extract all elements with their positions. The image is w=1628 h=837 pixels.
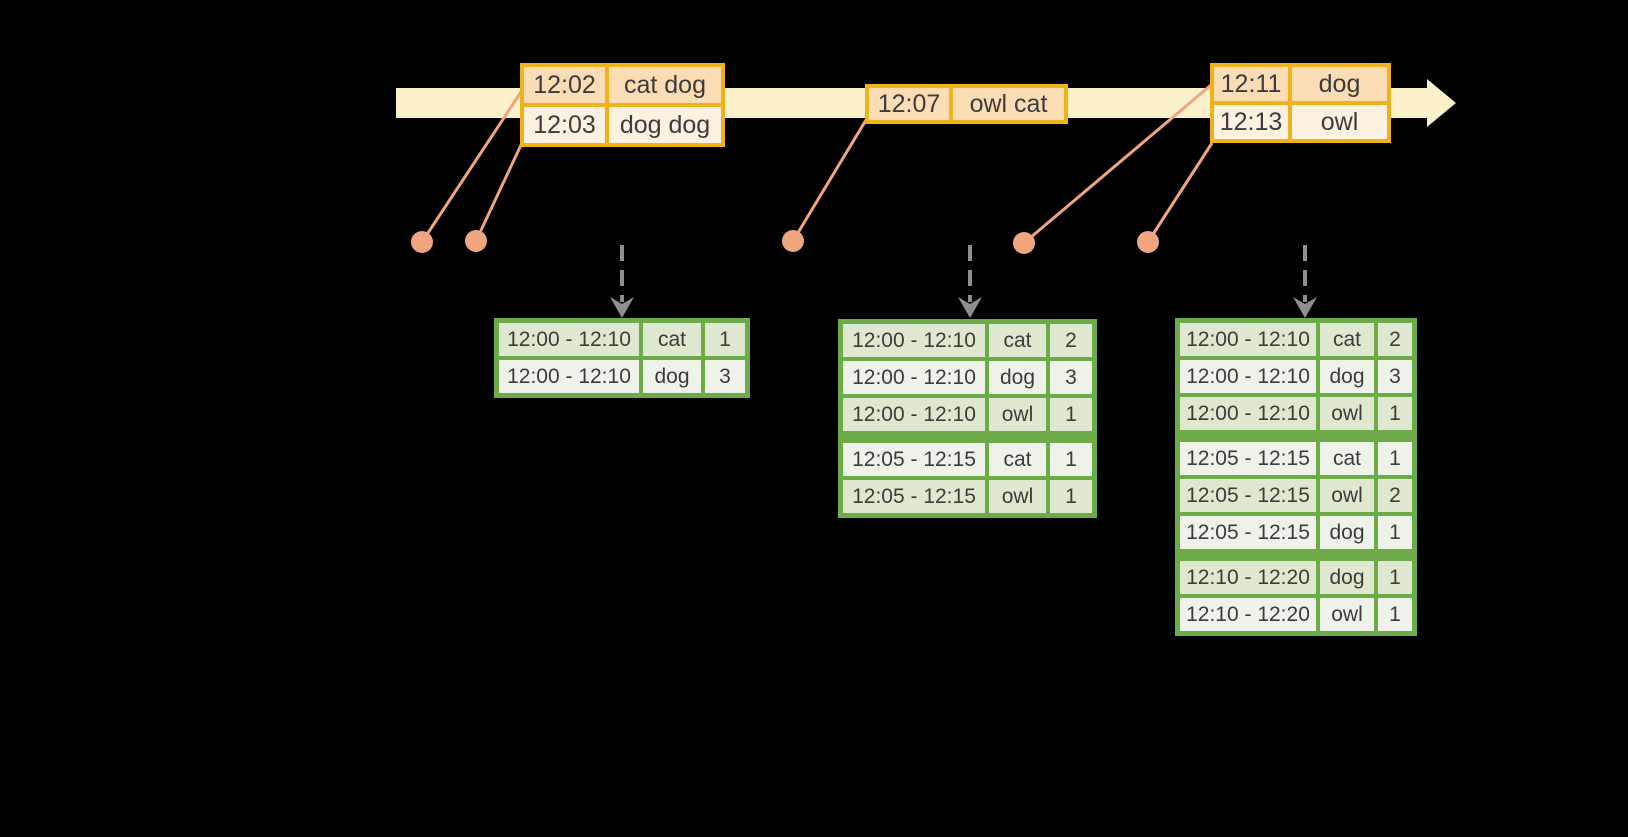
event-time-cell: 12:03 [524,107,605,143]
result-count-cell: 2 [1378,323,1412,356]
timeline-arrowhead-icon [1427,79,1456,127]
result-count-cell: 1 [1378,598,1412,631]
trigger-arrowhead-icon-3 [1293,297,1317,318]
result-count-cell: 1 [1378,397,1412,430]
result-window-cell: 12:00 - 12:10 [1180,323,1316,356]
trigger-arrowhead-icon-2 [958,297,982,318]
result-count-cell: 2 [1378,479,1412,512]
event-connector-line-5 [1146,142,1214,243]
result-word-cell: dog [643,360,701,393]
result-count-cell: 3 [1050,361,1092,394]
event-time-cell: 12:02 [524,67,605,103]
event-dot-2 [465,230,487,252]
result-count-cell: 3 [1378,360,1412,393]
result-window-cell: 12:00 - 12:10 [499,360,639,393]
event-dot-3 [782,230,804,252]
result-count-cell: 1 [705,323,745,356]
result-word-cell: owl [1320,479,1374,512]
result-count-cell: 1 [1050,480,1092,513]
result-window-cell: 12:00 - 12:10 [1180,397,1316,430]
result-window-cell: 12:05 - 12:15 [843,480,985,513]
result-window-cell: 12:10 - 12:20 [1180,598,1316,631]
event-dot-4 [1013,232,1035,254]
result-word-cell: cat [1320,323,1374,356]
result-word-cell: cat [643,323,701,356]
result-window-cell: 12:00 - 12:10 [499,323,639,356]
result-count-cell: 1 [1050,398,1092,431]
event-words-cell: dog [1292,67,1387,101]
result-word-cell: dog [1320,360,1374,393]
result-word-cell: dog [1320,516,1374,549]
result-count-cell: 2 [1050,324,1092,357]
event-connector-line-3 [791,119,868,242]
result-window-cell: 12:00 - 12:10 [843,398,985,431]
result-window-cell: 12:05 - 12:15 [1180,442,1316,475]
result-word-cell: owl [1320,397,1374,430]
result-word-cell: cat [1320,442,1374,475]
result-word-cell: owl [989,480,1046,513]
result-count-cell: 1 [1050,443,1092,476]
result-window-cell: 12:00 - 12:10 [843,361,985,394]
event-words-cell: cat dog [609,67,721,103]
event-connector-line-1 [420,91,523,243]
result-count-cell: 1 [1378,561,1412,594]
trigger-arrowhead-icon-1 [610,297,634,318]
result-window-cell: 12:00 - 12:10 [843,324,985,357]
event-words-cell: dog dog [609,107,721,143]
result-window-cell: 12:05 - 12:15 [1180,516,1316,549]
event-time-cell: 12:13 [1214,105,1288,139]
event-connector-line-2 [474,144,523,242]
event-words-cell: owl cat [953,88,1064,120]
event-dot-5 [1137,231,1159,253]
event-dot-1 [411,231,433,253]
event-words-cell: owl [1292,105,1387,139]
event-time-cell: 12:11 [1214,67,1288,101]
result-count-cell: 1 [1378,442,1412,475]
result-word-cell: cat [989,324,1046,357]
result-window-cell: 12:05 - 12:15 [1180,479,1316,512]
result-word-cell: cat [989,443,1046,476]
result-window-cell: 12:10 - 12:20 [1180,561,1316,594]
result-window-cell: 12:05 - 12:15 [843,443,985,476]
result-window-cell: 12:00 - 12:10 [1180,360,1316,393]
result-count-cell: 1 [1378,516,1412,549]
result-word-cell: dog [989,361,1046,394]
event-time-cell: 12:07 [869,88,949,120]
result-count-cell: 3 [705,360,745,393]
event-connector-line-4 [1023,83,1212,245]
result-word-cell: dog [1320,561,1374,594]
result-word-cell: owl [989,398,1046,431]
result-word-cell: owl [1320,598,1374,631]
